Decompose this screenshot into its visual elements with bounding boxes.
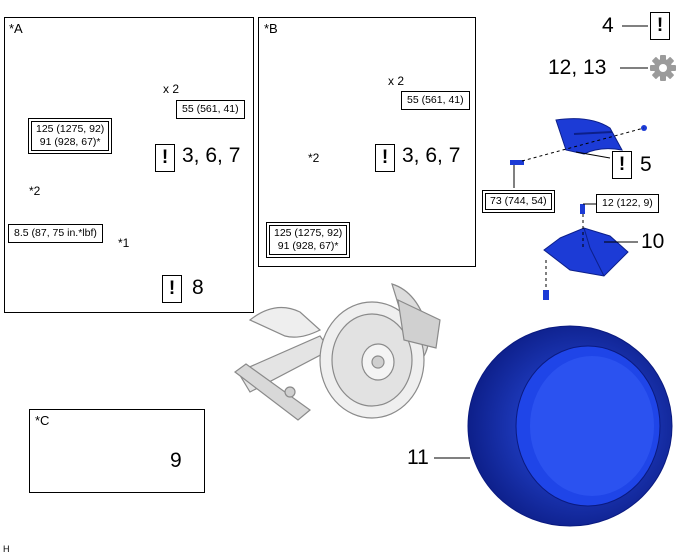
bracket-part-10 (543, 204, 629, 300)
step-ref-4: 4 (602, 14, 614, 37)
torque-value-line-2: 91 (928, 67)* (39, 136, 101, 148)
torque-value-line-1: 125 (1275, 92) (274, 227, 343, 239)
step-ref-10: 10 (641, 230, 665, 253)
warning-icon: ! (162, 275, 182, 303)
torque-value: 8.5 (87, 75 in.*lbf) (14, 227, 97, 239)
torque-part-10-bolt: 12 (122, 9) (596, 194, 659, 213)
panel-b-quantity: x 2 (388, 74, 405, 88)
panel-a-quantity: x 2 (163, 82, 180, 96)
step-ref-a-shock: 3, 6, 7 (182, 144, 241, 167)
warning-icon: ! (650, 12, 670, 40)
rear-axle-assembly (233, 283, 441, 421)
torque-a-lower-bolt: 125 (1275, 92) 91 (928, 67)* (28, 118, 113, 154)
figure-footer-code: H (3, 544, 10, 554)
step-ref-8: 8 (192, 276, 204, 299)
panel-c (29, 409, 205, 493)
torque-part-5-bolt: 73 (744, 54) (482, 190, 555, 213)
torque-value-line-2: 91 (928, 67)* (277, 240, 339, 252)
step-ref-12-13: 12, 13 (548, 56, 607, 79)
step-ref-b-shock: 3, 6, 7 (402, 144, 461, 167)
panel-b-tag: *B (264, 21, 278, 36)
torque-value-line-1: 125 (1275, 92) (36, 123, 105, 135)
warning-icon: ! (155, 144, 175, 172)
panel-c-tag: *C (35, 413, 50, 428)
panel-a-tag: *A (9, 21, 23, 36)
torque-b-lower-bolt: 125 (1275, 92) 91 (928, 67)* (266, 222, 351, 258)
torque-value: 125 (1275, 92) 91 (928, 67)* (31, 121, 110, 151)
step-ref-5: 5 (640, 153, 652, 176)
note-marker-2-a: *2 (29, 184, 41, 198)
torque-value: 12 (122, 9) (602, 197, 653, 209)
warning-icon: ! (375, 144, 395, 172)
panel-a (4, 17, 254, 313)
torque-value: 55 (561, 41) (182, 103, 239, 115)
note-marker-2-b: *2 (308, 151, 320, 165)
torque-value: 55 (561, 41) (407, 94, 464, 106)
gear-icon (650, 55, 676, 81)
spare-tire-part-11 (467, 325, 673, 527)
torque-value: 73 (744, 54) (485, 193, 552, 210)
lower-arm-part-5 (510, 118, 647, 165)
torque-a-bracket: 8.5 (87, 75 in.*lbf) (8, 224, 103, 243)
warning-icon: ! (612, 151, 632, 179)
note-marker-1-a: *1 (118, 236, 130, 250)
torque-a-upper-mount: 55 (561, 41) (176, 100, 245, 119)
step-ref-11: 11 (407, 446, 429, 469)
torque-b-upper-mount: 55 (561, 41) (401, 91, 470, 110)
torque-value: 125 (1275, 92) 91 (928, 67)* (269, 225, 348, 255)
step-ref-9: 9 (170, 449, 182, 472)
